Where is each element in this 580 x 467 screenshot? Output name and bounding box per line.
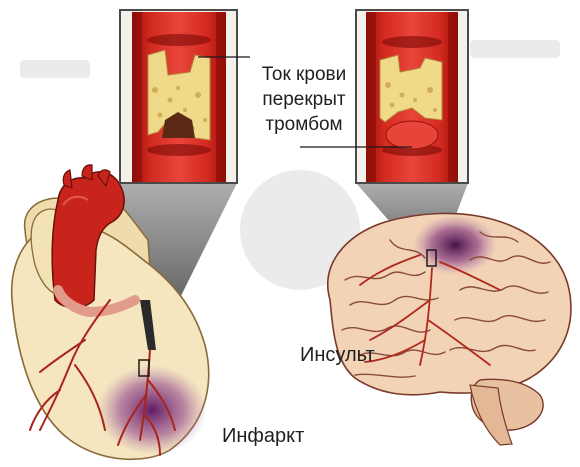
heart-infarct-area <box>97 365 207 455</box>
callout-line-3: тромбом <box>248 112 360 137</box>
callout-line-2: перекрыт <box>248 87 360 112</box>
stroke-label: Инсульт <box>300 343 375 367</box>
heart-artery-inset <box>120 10 250 183</box>
callout-line-1: Ток крови <box>248 62 360 87</box>
callout-label: Ток крови перекрыт тромбом <box>248 62 360 137</box>
infarct-label: Инфаркт <box>222 424 304 448</box>
brain-stroke-area <box>413 215 497 275</box>
brain-illustration <box>328 213 571 445</box>
